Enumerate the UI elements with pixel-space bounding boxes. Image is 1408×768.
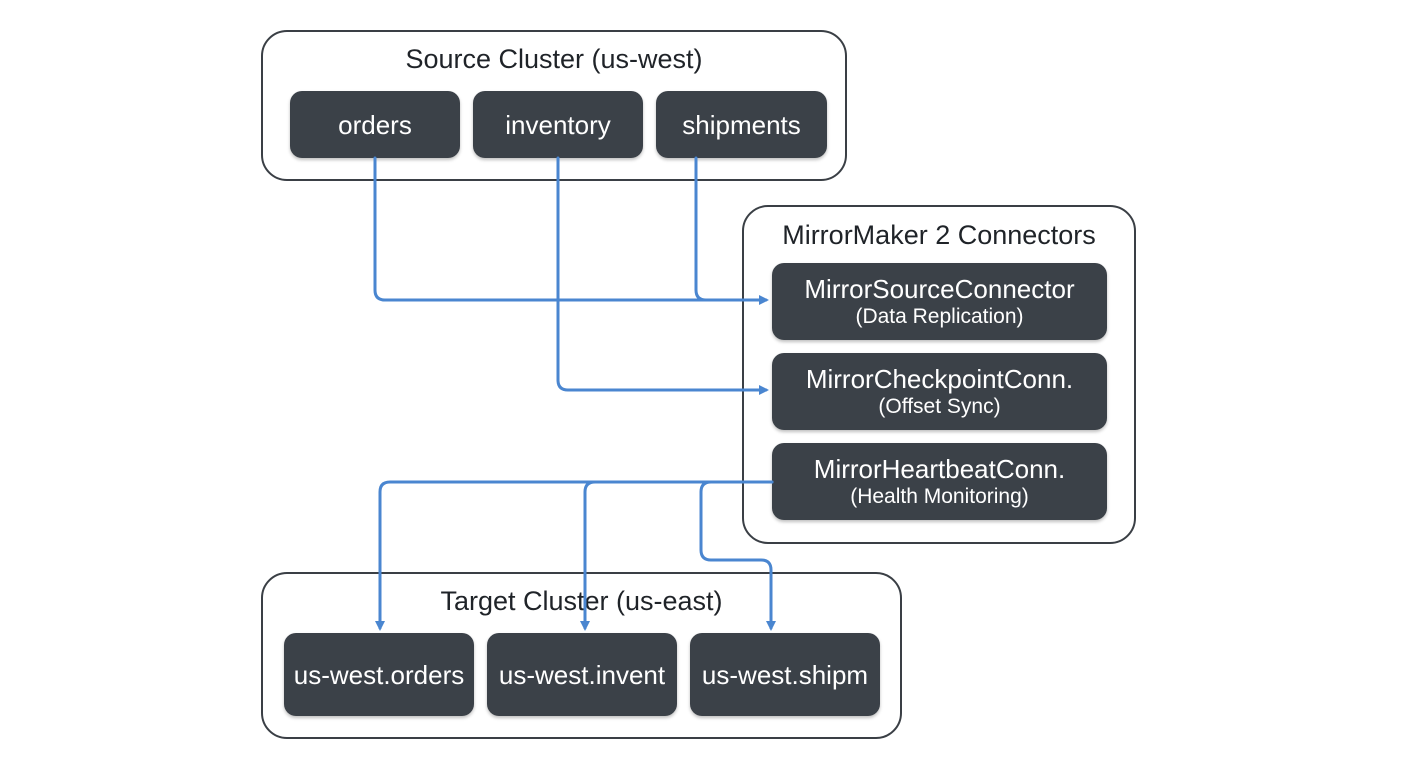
source-topic-inventory[interactable]: inventory xyxy=(473,91,643,158)
target-topic-orders-label: us-west.orders xyxy=(293,659,465,690)
target-cluster-title: Target Cluster (us-east) xyxy=(440,586,723,616)
connector-mirror-heartbeat[interactable]: MirrorHeartbeatConn. (Health Monitoring) xyxy=(772,443,1107,520)
edge-inventory-to-checkpoint-connector xyxy=(556,156,769,395)
source-topic-shipments-label: shipments xyxy=(682,109,801,140)
target-topic-shipments-label: us-west.shipm xyxy=(701,659,869,690)
connector-mirror-heartbeat-name: MirrorHeartbeatConn. xyxy=(813,453,1066,484)
target-topic-shipments[interactable]: us-west.shipm xyxy=(690,633,880,716)
source-topic-inventory-label: inventory xyxy=(505,109,611,140)
connectors-title: MirrorMaker 2 Connectors xyxy=(782,220,1096,250)
source-topic-shipments[interactable]: shipments xyxy=(656,91,827,158)
target-topic-inventory-label: us-west.invent xyxy=(498,659,666,690)
source-topic-orders-label: orders xyxy=(338,109,412,140)
connector-mirror-checkpoint[interactable]: MirrorCheckpointConn. (Offset Sync) xyxy=(772,353,1107,430)
connector-mirror-source-desc: (Data Replication) xyxy=(855,304,1024,328)
connector-mirror-source-name: MirrorSourceConnector xyxy=(804,273,1075,304)
connector-mirror-heartbeat-desc: (Health Monitoring) xyxy=(850,484,1029,508)
target-topic-inventory[interactable]: us-west.invent xyxy=(487,633,677,716)
connector-mirror-source[interactable]: MirrorSourceConnector (Data Replication) xyxy=(772,263,1107,340)
target-topic-orders[interactable]: us-west.orders xyxy=(284,633,474,716)
connector-mirror-checkpoint-name: MirrorCheckpointConn. xyxy=(805,363,1074,394)
source-cluster-title: Source Cluster (us-west) xyxy=(405,44,703,74)
connector-mirror-checkpoint-desc: (Offset Sync) xyxy=(878,394,1001,418)
source-topic-orders[interactable]: orders xyxy=(290,91,460,158)
